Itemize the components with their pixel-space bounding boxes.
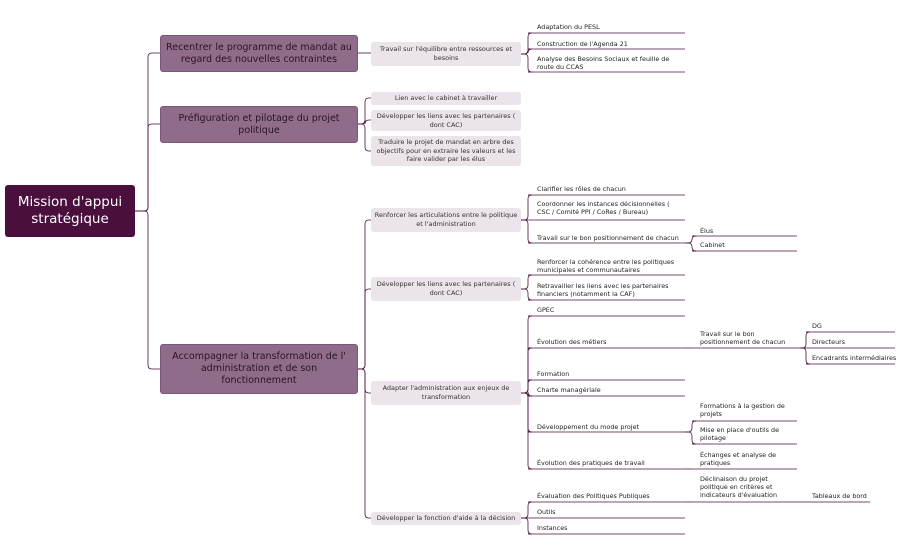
connector-roles-0 <box>800 331 811 349</box>
connector-mode-projet-1 <box>685 431 697 445</box>
connector-aide-0 <box>521 501 533 519</box>
connector-articulations-0 <box>521 194 533 221</box>
leaf-dg[interactable]: DG <box>812 322 822 330</box>
connector-liens-0 <box>521 274 533 290</box>
leaf-gpec[interactable]: GPEC <box>537 306 555 314</box>
leaf-formation[interactable]: Formation <box>537 370 570 378</box>
connector-b2-1 <box>358 288 371 370</box>
node-liens-partenaires-1[interactable]: Développer les liens avec les partenaire… <box>371 110 521 131</box>
connector-adapter-0 <box>521 315 533 394</box>
connector-root-2 <box>135 210 160 370</box>
leaf-charte-manageriale[interactable]: Charte managériale <box>537 386 601 394</box>
connector-b1-1 <box>358 119 371 125</box>
connector-b2-2 <box>358 368 371 394</box>
leaf-evaluation-pp[interactable]: Évaluation des Politiques Publiques <box>537 492 650 500</box>
leaf-pratiques-travail[interactable]: Évolution des pratiques de travail <box>537 459 645 467</box>
leaf-mode-projet[interactable]: Développement du mode projet <box>537 423 640 431</box>
connector-adapter-5 <box>521 392 533 470</box>
leaf-abs-ccas[interactable]: Analyse des Besoins Sociaux et feuille d… <box>537 55 670 72</box>
branch-recentrer[interactable]: Recentrer le programme de mandat au rega… <box>160 35 358 72</box>
connector-b1-2 <box>358 123 371 152</box>
connector-roles-2 <box>800 347 811 365</box>
leaf-positionnement-1[interactable]: Travail sur le bon positionnement de cha… <box>537 234 679 242</box>
connector-adapter-1 <box>521 347 533 394</box>
leaf-agenda21[interactable]: Construction de l'Agenda 21 <box>537 40 628 48</box>
connector-equilibre-1 <box>521 48 533 55</box>
leaf-liens-caf[interactable]: Retravailler les liens avec les partenai… <box>537 282 669 299</box>
leaf-evolution-metiers[interactable]: Évolution des métiers <box>537 338 607 346</box>
connector-liens-1 <box>521 288 533 301</box>
leaf-formations-gestion[interactable]: Formations à la gestion de projets <box>700 402 785 419</box>
node-adapter-administration[interactable]: Adapter l'administration aux enjeux de t… <box>371 381 521 405</box>
connector-b2-0 <box>358 219 371 370</box>
leaf-clarifier-roles[interactable]: Clarifier les rôles de chacun <box>537 185 626 193</box>
connector-b2-3 <box>358 368 371 519</box>
branch-prefiguration[interactable]: Préfiguration et pilotage du projet poli… <box>160 106 358 143</box>
leaf-tableaux-bord[interactable]: Tableaux de bord <box>812 492 867 500</box>
leaf-positionnement-2[interactable]: Travail sur le bon positionnement de cha… <box>700 330 786 347</box>
node-articulations[interactable]: Renforcer les articulations entre le pol… <box>371 208 521 232</box>
connector-articulations-2 <box>521 219 533 244</box>
leaf-directeurs[interactable]: Directeurs <box>812 338 846 346</box>
node-arbre-objectifs[interactable]: Traduire le projet de mandat en arbre de… <box>371 136 521 166</box>
leaf-pesl[interactable]: Adaptation du PESL <box>537 23 600 31</box>
leaf-echanges-pratiques[interactable]: Échanges et analyse de pratiques <box>700 451 777 468</box>
leaf-instances[interactable]: Instances <box>537 524 568 532</box>
connector-aide-2 <box>521 517 533 535</box>
leaf-outils-pilotage[interactable]: Mise en place d'outils de pilotage <box>700 426 779 443</box>
leaf-encadrants[interactable]: Encadrants intermédiaires <box>812 354 897 362</box>
leaf-declinaison-projet[interactable]: Déclinaison du projet politique en critè… <box>700 475 777 500</box>
connector-root-0 <box>135 52 160 212</box>
connector-root-1 <box>135 123 160 212</box>
connector-mode-projet-0 <box>685 420 697 433</box>
leaf-outils[interactable]: Outils <box>537 508 556 516</box>
node-liens-partenaires-2[interactable]: Développer les liens avec les partenaire… <box>371 277 521 301</box>
root-node[interactable]: Mission d'appui stratégique <box>5 185 135 237</box>
leaf-cabinet[interactable]: Cabinet <box>700 241 725 249</box>
connector-equilibre-0 <box>521 32 533 55</box>
node-lien-cabinet[interactable]: Lien avec le cabinet à travailler <box>371 92 521 105</box>
node-equilibre[interactable]: Travail sur l'équilibre entre ressources… <box>371 42 521 66</box>
connector-adapter-2 <box>521 379 533 394</box>
node-aide-decision[interactable]: Développer la fonction d'aide à la décis… <box>371 512 521 525</box>
leaf-coherence-politiques[interactable]: Renforcer la cohérence entre les politiq… <box>537 258 675 275</box>
connector-positionnement-1-1 <box>685 242 697 252</box>
leaf-elus[interactable]: Élus <box>700 227 714 235</box>
connector-adapter-4 <box>521 392 533 433</box>
connector-equilibre-2 <box>521 53 533 73</box>
branch-accompagner[interactable]: Accompagner la transformation de l' admi… <box>160 344 358 394</box>
leaf-coordonner-instances[interactable]: Coordonner les instances décisionnelles … <box>537 200 670 217</box>
